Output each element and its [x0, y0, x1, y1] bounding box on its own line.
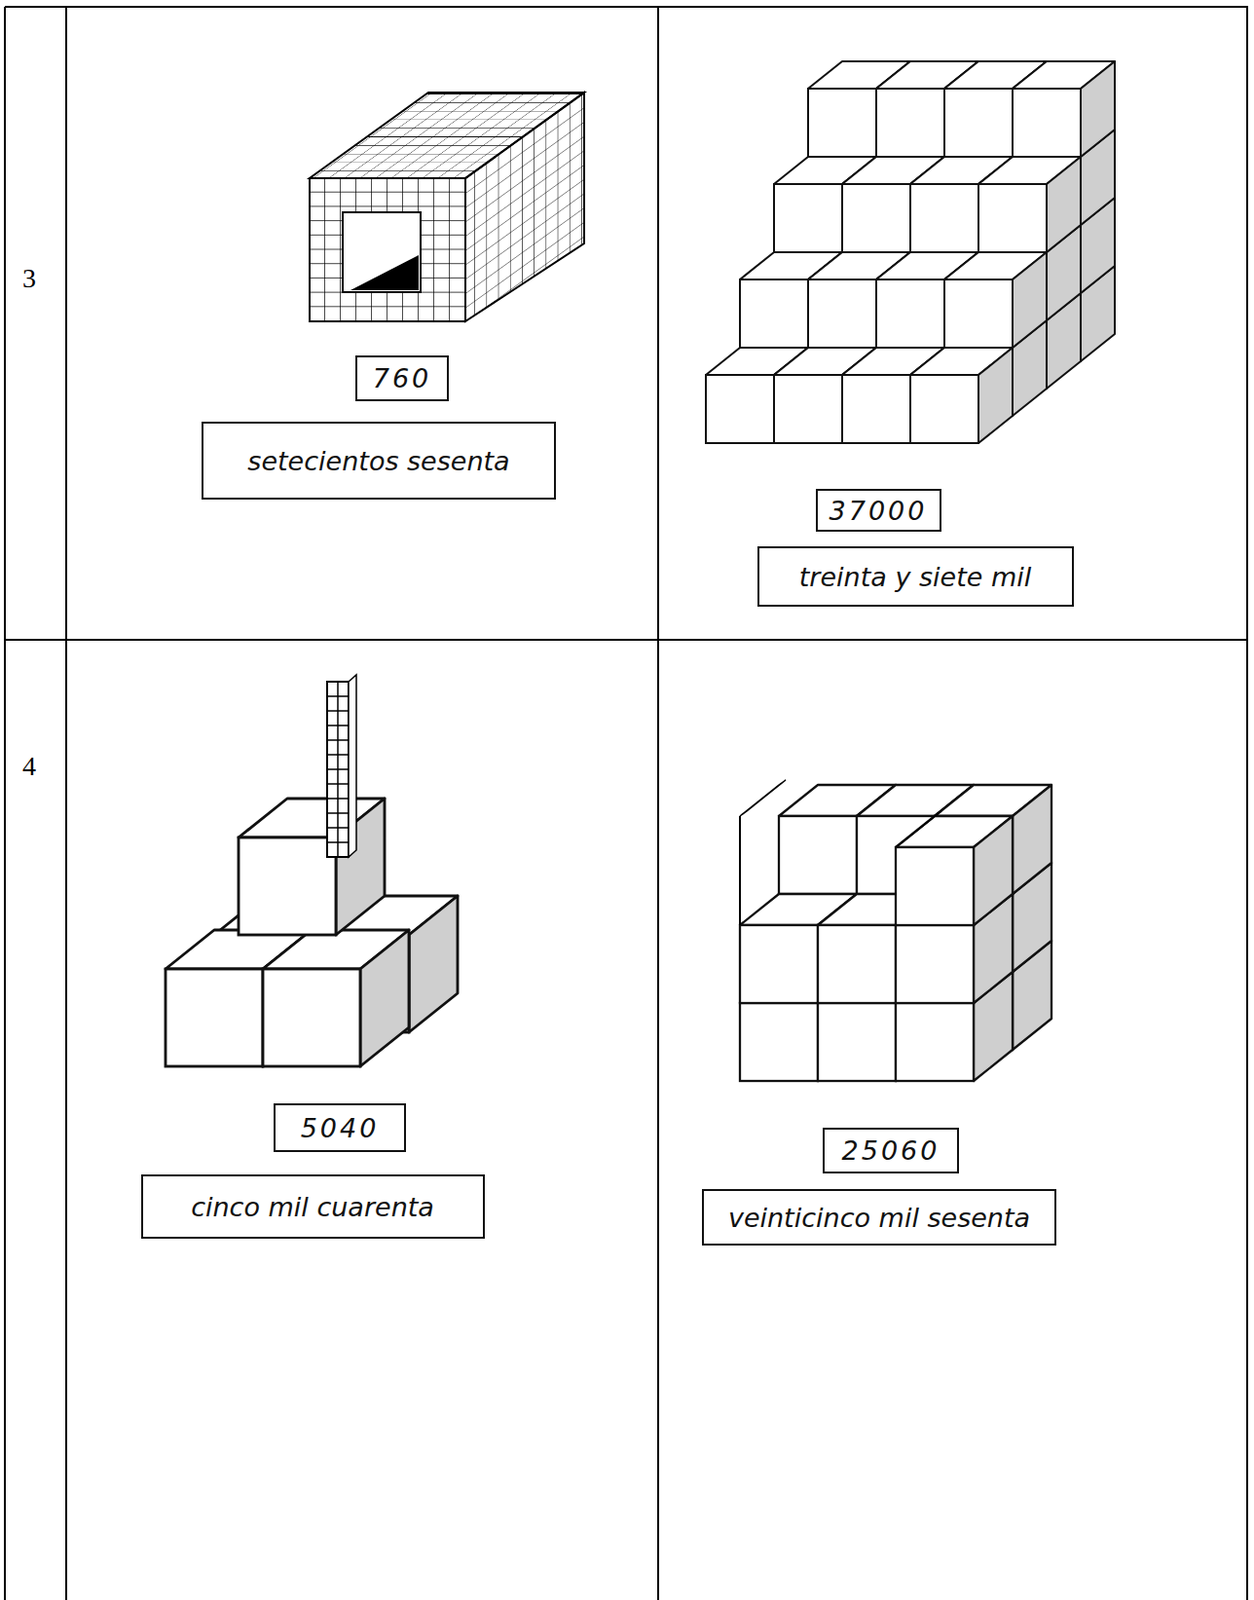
- thousands-staircase: [705, 61, 1115, 443]
- word-box: treinta y siete mil: [757, 546, 1074, 607]
- row-number: 3: [22, 262, 37, 295]
- number-text: 25060: [842, 1135, 941, 1166]
- thousands-block: [739, 779, 1052, 1081]
- number-box: 37000: [815, 488, 942, 532]
- number-words: veinticinco mil sesenta: [728, 1202, 1031, 1233]
- number-text: 5040: [300, 1112, 380, 1144]
- word-box: cinco mil cuarenta: [141, 1174, 485, 1239]
- number-words: cinco mil cuarenta: [190, 1191, 435, 1222]
- number-text: 760: [372, 363, 433, 394]
- number-box: 25060: [822, 1127, 959, 1174]
- number-words: treinta y siete mil: [799, 561, 1032, 592]
- number-text: 37000: [829, 495, 928, 526]
- table-grid: [4, 6, 1249, 1600]
- word-box: setecientos sesenta: [201, 421, 556, 500]
- hundreds-box-sketch: [309, 92, 585, 322]
- thousands-cubes-with-rod: [165, 674, 458, 1067]
- number-words: setecientos sesenta: [247, 445, 510, 477]
- number-box: 5040: [273, 1103, 406, 1152]
- row-number: 4: [22, 750, 37, 782]
- word-box: veinticinco mil sesenta: [701, 1188, 1057, 1246]
- number-box: 760: [355, 355, 449, 402]
